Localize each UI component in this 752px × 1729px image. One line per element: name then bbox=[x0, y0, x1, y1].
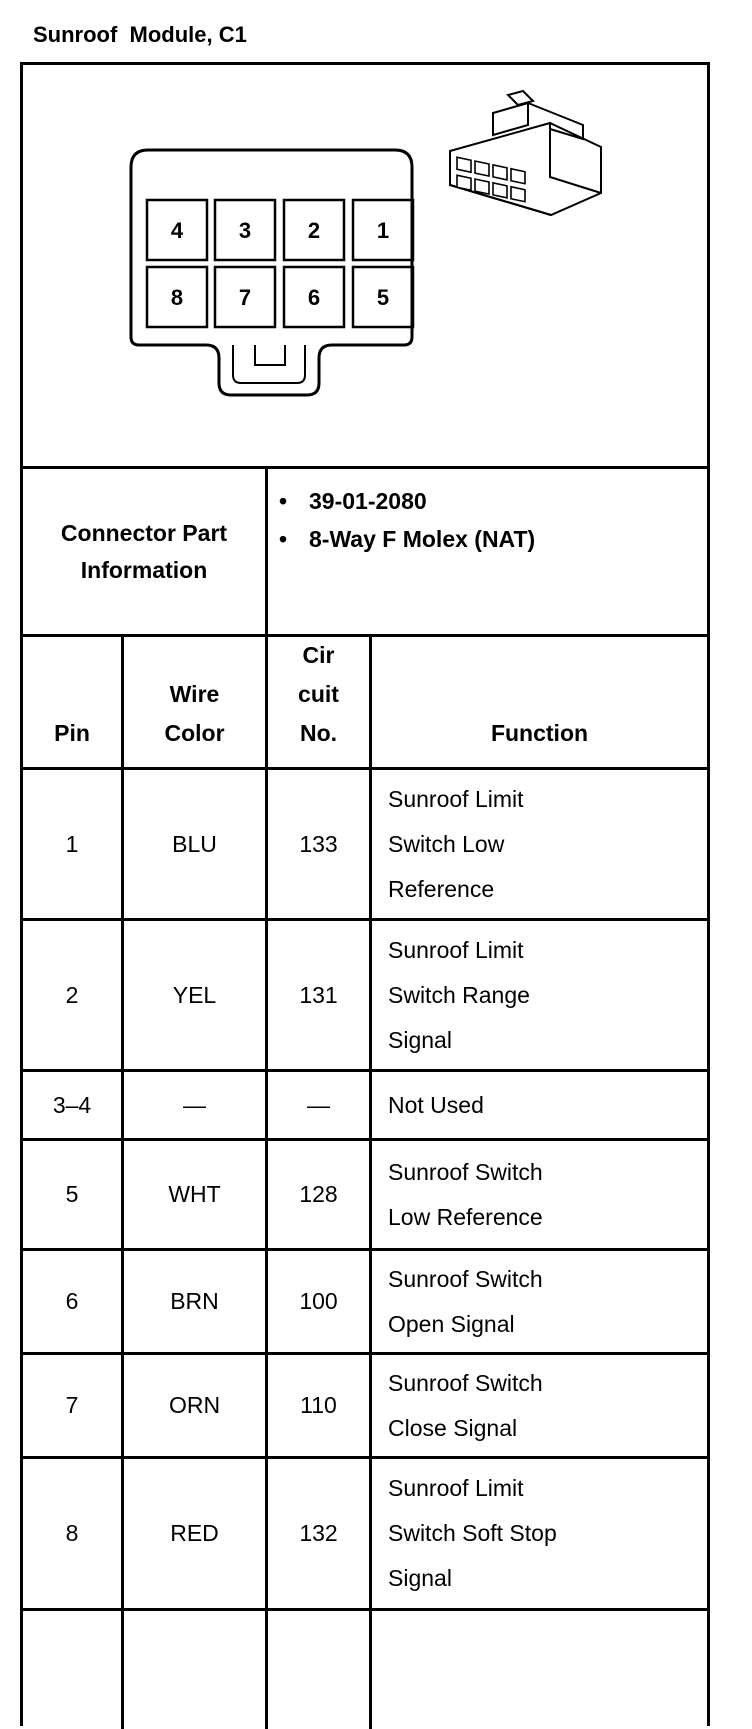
row-divider bbox=[23, 1456, 707, 1459]
pin-cavity-number: 2 bbox=[308, 218, 320, 243]
function-cell: Sunroof Switch Low Reference bbox=[388, 1158, 543, 1230]
pin-cavity-number: 5 bbox=[377, 285, 389, 310]
pin-cavity bbox=[213, 198, 277, 262]
row-divider bbox=[23, 1069, 707, 1072]
connector-info-item: •39-01-2080 bbox=[279, 488, 427, 514]
connector-3d-icon bbox=[449, 89, 602, 217]
connector-latch-slot bbox=[254, 345, 286, 366]
pin-cavity bbox=[145, 265, 209, 329]
connector-latch-inner bbox=[232, 345, 306, 384]
divider bbox=[23, 767, 707, 770]
row-divider bbox=[23, 1352, 707, 1355]
divider bbox=[23, 634, 707, 637]
function-cell: Sunroof Limit Switch Range Signal bbox=[388, 936, 530, 1053]
pin-cell: 8 bbox=[65, 1520, 79, 1546]
header-circuit-number: Cir cuit No. bbox=[298, 642, 339, 746]
row-divider bbox=[23, 1608, 707, 1611]
pin-cavity-number: 3 bbox=[239, 218, 251, 243]
pin-cavity-number: 1 bbox=[377, 218, 389, 243]
function-cell: Sunroof Switch Close Signal bbox=[388, 1369, 543, 1441]
pin-cell: 1 bbox=[65, 830, 79, 857]
pin-cavity-number: 4 bbox=[171, 218, 184, 243]
divider bbox=[23, 466, 707, 469]
connector-face-drawing: 4 3 2 1 8 7 6 5 bbox=[129, 89, 602, 397]
pin-cavity bbox=[282, 265, 346, 329]
connector-diagram: 4 3 2 1 8 7 6 5 bbox=[23, 65, 707, 466]
circuit-number-cell: — bbox=[307, 1091, 330, 1118]
connector-table-frame: 4 3 2 1 8 7 6 5 bbox=[20, 62, 710, 1729]
header-wire-color: Wire Color bbox=[164, 681, 225, 746]
pin-cell: 7 bbox=[65, 1392, 79, 1418]
pin-cell: 3–4 bbox=[52, 1091, 92, 1118]
wire-color-cell: — bbox=[183, 1091, 206, 1118]
wire-color-cell: RED bbox=[170, 1520, 219, 1546]
circuit-number-cell: 100 bbox=[299, 1288, 338, 1314]
pin-cavity bbox=[351, 265, 415, 329]
function-cell: Not Used bbox=[388, 1091, 484, 1118]
circuit-number-cell: 131 bbox=[299, 981, 338, 1008]
wire-color-cell: BLU bbox=[172, 830, 217, 857]
pin-cavity bbox=[213, 265, 277, 329]
column-divider bbox=[265, 469, 268, 1729]
connector-info-list: •39-01-2080 •8-Way F Molex (NAT) bbox=[279, 482, 535, 558]
row-divider bbox=[23, 918, 707, 921]
function-cell: Sunroof Limit Switch Soft Stop Signal bbox=[388, 1475, 557, 1591]
circuit-number-cell: 132 bbox=[299, 1520, 338, 1546]
circuit-number-cell: 133 bbox=[299, 830, 338, 857]
header-function: Function bbox=[490, 720, 589, 746]
wire-color-cell: ORN bbox=[168, 1392, 221, 1418]
pin-cavity-number: 8 bbox=[171, 285, 183, 310]
pin-cavity bbox=[351, 198, 415, 262]
row-divider bbox=[23, 1138, 707, 1141]
function-cell: Sunroof Limit Switch Low Reference bbox=[388, 785, 524, 902]
connector-info-label: Connector Part Information bbox=[60, 519, 228, 583]
wire-color-cell: BRN bbox=[170, 1288, 219, 1314]
circuit-number-cell: 128 bbox=[299, 1181, 338, 1207]
pin-cavity bbox=[145, 198, 209, 262]
pin-cell: 2 bbox=[65, 981, 79, 1008]
connector-info-item: •8-Way F Molex (NAT) bbox=[279, 526, 536, 552]
pin-cell: 5 bbox=[65, 1181, 79, 1207]
page-title: Sunroof Module, C1 bbox=[33, 22, 247, 47]
column-divider bbox=[121, 637, 124, 1729]
header-pin: Pin bbox=[54, 720, 90, 746]
pin-cavity-number: 7 bbox=[239, 285, 251, 310]
circuit-number-cell: 110 bbox=[300, 1392, 337, 1418]
connector-body-outline bbox=[129, 148, 414, 397]
row-divider bbox=[23, 1248, 707, 1251]
pin-cavity bbox=[282, 198, 346, 262]
wire-color-cell: YEL bbox=[172, 981, 217, 1008]
pin-cell: 6 bbox=[65, 1288, 79, 1314]
function-cell: Sunroof Switch Open Signal bbox=[388, 1265, 543, 1337]
wire-color-cell: WHT bbox=[168, 1181, 221, 1207]
pin-cavities: 4 3 2 1 8 7 6 5 bbox=[145, 198, 415, 329]
column-divider bbox=[369, 637, 372, 1729]
pin-cavity-number: 6 bbox=[308, 285, 320, 310]
